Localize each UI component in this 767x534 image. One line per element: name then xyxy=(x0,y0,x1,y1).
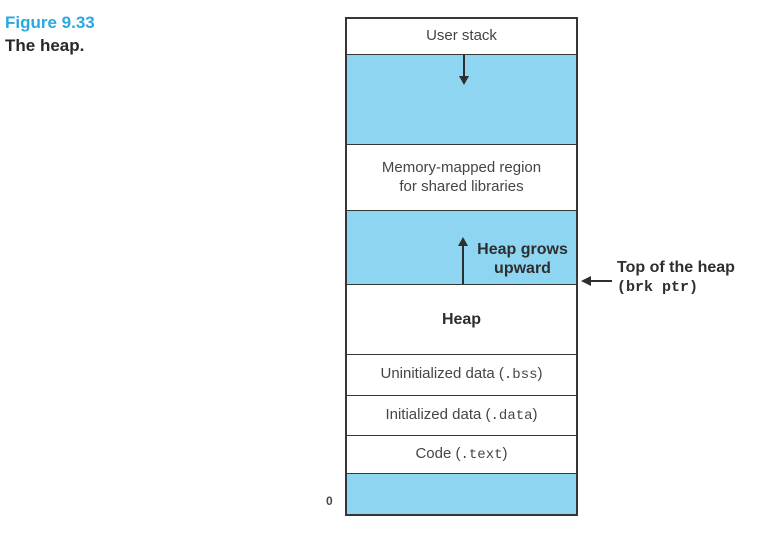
arrow-shaft xyxy=(591,280,612,282)
left-arrow-icon xyxy=(581,276,612,286)
segment-memory-mapped: Memory-mapped region for shared librarie… xyxy=(347,144,576,210)
brk-pointer-annotation: Top of the heap (brk ptr) xyxy=(617,258,735,297)
arrow-head xyxy=(581,276,591,286)
segment-label: Uninitialized data (.bss) xyxy=(380,365,542,385)
segment-label: Initialized data (.data) xyxy=(385,406,537,426)
segment-label-line2: for shared libraries xyxy=(399,177,524,195)
figure-caption: Figure 9.33 The heap. xyxy=(5,13,95,57)
arrow-shaft xyxy=(462,246,464,284)
segment-heap: Heap xyxy=(347,284,576,354)
label-mono: .bss xyxy=(503,367,538,384)
segment-user-stack: User stack xyxy=(347,19,576,54)
up-arrow-icon xyxy=(458,237,468,284)
segment-bss: Uninitialized data (.bss) xyxy=(347,354,576,395)
label-suffix: ) xyxy=(537,365,543,383)
label-mono: .text xyxy=(460,446,503,463)
label-suffix: ) xyxy=(532,405,538,423)
origin-label: 0 xyxy=(326,494,333,508)
heap-grows-line1: Heap grows xyxy=(477,241,568,259)
heap-grows-label: Heap grows upward xyxy=(471,241,574,279)
annotation-line1: Top of the heap xyxy=(617,259,735,276)
arrow-head xyxy=(459,76,469,85)
segment-label: User stack xyxy=(426,27,497,45)
label-prefix: Initialized data ( xyxy=(385,405,491,423)
label-suffix: ) xyxy=(502,444,508,462)
segment-label-line1: Memory-mapped region xyxy=(381,158,542,176)
label-prefix: Code ( xyxy=(415,444,461,462)
segment-label: Code (.text) xyxy=(415,445,507,465)
heap-grows-line2: upward xyxy=(494,260,551,278)
annotation-line2: (brk ptr) xyxy=(617,279,699,297)
down-arrow-icon xyxy=(459,55,469,85)
memory-layout-diagram: User stack Memory-mapped region for shar… xyxy=(345,17,578,516)
segment-bottom-reserved xyxy=(347,473,576,514)
segment-label: Heap xyxy=(441,310,482,328)
segment-data: Initialized data (.data) xyxy=(347,395,576,435)
segment-heap-growth-region: Heap grows upward xyxy=(347,210,576,284)
arrow-head xyxy=(458,237,468,246)
segment-stack-growth-region xyxy=(347,54,576,144)
label-mono: .data xyxy=(490,407,533,424)
figure-number: Figure 9.33 xyxy=(5,13,95,32)
segment-code: Code (.text) xyxy=(347,435,576,473)
figure-title: The heap. xyxy=(5,36,85,56)
arrow-shaft xyxy=(463,55,465,76)
label-prefix: Uninitialized data ( xyxy=(380,365,504,383)
